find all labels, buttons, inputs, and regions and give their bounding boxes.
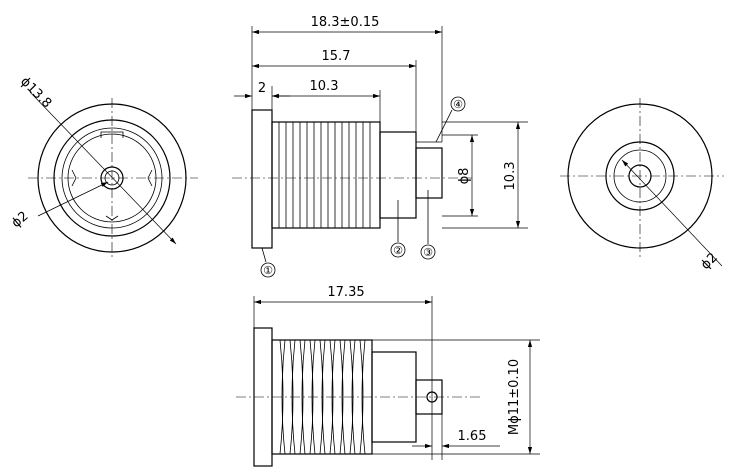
bottom-view-thread-lines (279, 339, 366, 455)
side-view-terminal (415, 147, 443, 199)
bottom-view-thread-diameter-label: Mϕ11±0.10 (507, 359, 522, 435)
bottom-view-terminal (415, 379, 443, 415)
left-view-outer-dim-leader (29, 91, 177, 245)
side-view-inner-height-label: ϕ8 (457, 168, 472, 185)
side-view-flange-width-label: 2 (258, 81, 266, 96)
left-view-pin-dim-leader (37, 181, 109, 217)
bottom-view-offset-label: 1.65 (458, 429, 487, 444)
side-view-height-label: 10.3 (503, 162, 518, 191)
side-view-thread-body (271, 121, 381, 229)
callout-1-label: ① (263, 264, 273, 277)
left-view-left-tab (71, 169, 77, 187)
left-view-pin-inner (104, 170, 120, 186)
bottom-view-length-label: 17.35 (327, 285, 364, 300)
left-view-flange-circle (53, 119, 171, 237)
left-end-view: ϕ13.8 ϕ2 (9, 74, 198, 260)
right-view-body-circle (605, 141, 675, 211)
callout-1-circle (260, 262, 276, 278)
callout-3-label: ③ (423, 246, 433, 259)
left-view-outer-diameter-label: ϕ13.8 (17, 74, 54, 111)
left-view-inner-circle (61, 127, 163, 229)
callout-2-circle (390, 242, 406, 258)
callout-2-label: ② (393, 244, 403, 257)
side-view-overall-length-label: 18.3±0.15 (311, 15, 380, 30)
callout-3-circle (420, 244, 436, 260)
callout-4-circle (450, 96, 466, 112)
side-view-thread-lines (278, 122, 371, 228)
right-end-view: ϕ2 (560, 98, 724, 273)
left-view-top-notch (100, 131, 124, 138)
side-view: 18.3±0.15 15.7 10.3 2 10.3 ϕ8 ① ② ③ ④ (232, 15, 528, 278)
right-view-inner-circle (613, 149, 667, 203)
side-view-flange (251, 109, 273, 249)
side-view-mid-length-label: 15.7 (322, 49, 351, 64)
right-view-outer-circle (567, 103, 713, 249)
left-view-right-tab (147, 169, 153, 187)
left-view-outer-circle (37, 103, 187, 253)
left-view-pin-diameter-label: ϕ2 (9, 209, 32, 231)
callout-4-label: ④ (453, 98, 463, 111)
right-view-pin-dim-leader (621, 159, 723, 267)
bottom-side-view: 17.35 1.65 Mϕ11±0.10 (236, 285, 540, 467)
right-view-pin-diameter-label: ϕ2 (698, 250, 721, 273)
left-view-bottom-tab (105, 215, 119, 221)
left-view-socket-circle (67, 133, 157, 223)
right-view-pin-circle (628, 164, 652, 188)
left-view-pin-outer (100, 166, 124, 190)
side-view-thread-length-label: 10.3 (310, 79, 339, 94)
callout-4-leader (435, 109, 453, 143)
callout-1-leader (261, 247, 267, 263)
